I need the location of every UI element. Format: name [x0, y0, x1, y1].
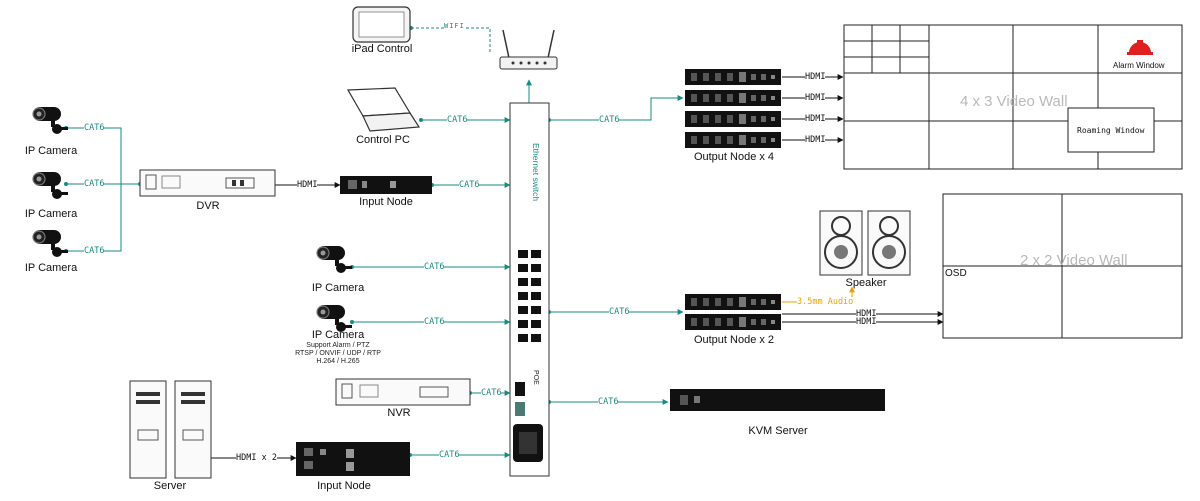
cat6-label-6: CAT6 — [424, 262, 445, 272]
ethernet-switch-icon — [509, 102, 550, 477]
dvr-icon — [139, 169, 276, 197]
kvm-server-label: KVM Server — [748, 425, 808, 437]
kvm-server-icon — [670, 389, 885, 411]
video-wall-2x2 — [942, 193, 1183, 339]
output-node-2-icons — [685, 294, 781, 330]
ip-camera-label-3: IP Camera — [24, 262, 78, 274]
cat6-label-5: CAT6 — [459, 180, 480, 190]
ipad-label: iPad Control — [351, 43, 413, 55]
ip-camera-label-4: IP Camera — [311, 282, 365, 294]
video-wall-4x3 — [843, 24, 1183, 170]
ip-camera-label-5: IP Camera — [311, 329, 365, 341]
output-node-4-icons — [685, 69, 781, 148]
nvr-icon — [335, 378, 471, 406]
hdmi-label-dvr: HDMI — [297, 180, 318, 190]
cat6-label-12: CAT6 — [598, 397, 619, 407]
video-wall-4x3-title: 4 x 3 Video Wall — [960, 93, 1068, 110]
ip-camera-label-2: IP Camera — [24, 208, 78, 220]
cat6-label-9: CAT6 — [439, 450, 460, 460]
cat6-label-7: CAT6 — [424, 317, 445, 327]
camera-note-3: H.264 / H.265 — [316, 358, 360, 365]
osd-label: OSD — [945, 268, 967, 279]
server-label: Server — [153, 480, 187, 492]
ip-camera-label-1: IP Camera — [24, 145, 78, 157]
control-pc-label: Control PC — [356, 134, 410, 146]
cat6-label-2: CAT6 — [84, 179, 105, 189]
cat6-label-10: CAT6 — [599, 115, 620, 125]
output-node-2-label: Output Node x 2 — [693, 334, 775, 346]
cat6-label-4: CAT6 — [447, 115, 468, 125]
poe-label: POE — [532, 370, 539, 385]
hdmi-x2-label: HDMI x 2 — [236, 453, 277, 463]
laptop-icon — [346, 87, 421, 132]
hdmi-label-out-2: HDMI — [805, 93, 826, 103]
ip-camera-icons — [32, 106, 353, 333]
cat6-label-3: CAT6 — [84, 246, 105, 256]
wifi-link-label: WIFI — [444, 22, 465, 30]
hdmi-label-2x2-1: HDMI — [856, 309, 877, 319]
dvr-label: DVR — [196, 200, 220, 212]
wifi-link — [411, 27, 491, 52]
roaming-window-label: Roaming Window — [1077, 126, 1145, 135]
cat6-label-11: CAT6 — [609, 307, 630, 317]
hdmi-label-out-4: HDMI — [805, 135, 826, 145]
audio-link-label: 3.5mm Audio — [797, 297, 854, 307]
output-node-4-label: Output Node x 4 — [693, 151, 775, 163]
input-node-2-label: Input Node — [317, 480, 371, 492]
input-node-icon — [340, 176, 432, 194]
input-node-2-icon — [296, 442, 410, 476]
hdmi-label-2x2-2: HDMI — [856, 317, 877, 327]
hdmi-label-out-3: HDMI — [805, 114, 826, 124]
ipad-icon — [352, 6, 411, 43]
switch-label: Ethernet switch — [531, 143, 541, 202]
video-wall-2x2-title: 2 x 2 Video Wall — [1020, 252, 1128, 269]
camera-note-2: RTSP / ONVIF / UDP / RTP — [295, 350, 381, 357]
hdmi-label-out-1: HDMI — [805, 72, 826, 82]
nvr-label: NVR — [387, 407, 411, 419]
speaker-icon — [819, 210, 911, 276]
camera-note-1: Support Alarm / PTZ — [306, 342, 370, 349]
cat6-label-8: CAT6 — [481, 388, 502, 398]
alarm-window-label: Alarm Window — [1113, 61, 1165, 70]
alarm-icon — [1129, 42, 1151, 53]
cat6-label-1: CAT6 — [84, 123, 105, 133]
input-node-label: Input Node — [359, 196, 413, 208]
router-icon — [499, 29, 558, 70]
speaker-label: Speaker — [845, 277, 887, 289]
server-icon — [129, 380, 212, 479]
